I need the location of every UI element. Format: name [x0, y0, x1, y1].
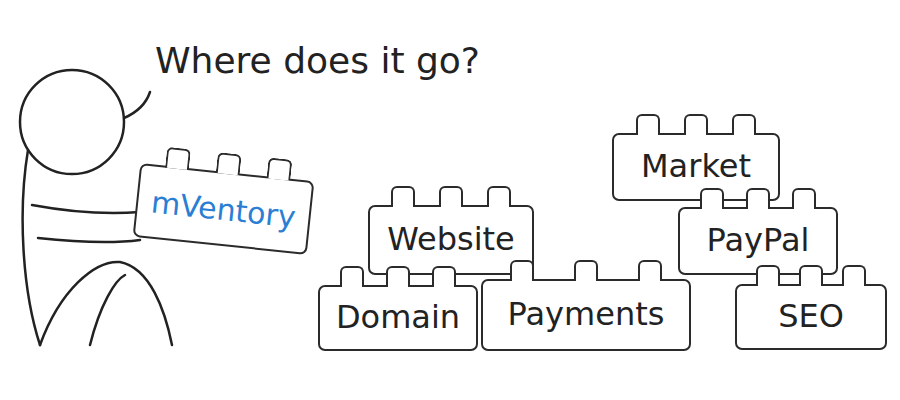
brick-label: Market: [641, 149, 751, 184]
figure-arm: [32, 205, 140, 213]
brick-stud: [386, 266, 410, 287]
brick-stud: [700, 188, 724, 209]
brick-label: Domain: [336, 300, 460, 335]
lego-brick: mVentory: [133, 163, 315, 255]
brick-stud: [216, 152, 242, 175]
brick-label: PayPal: [707, 223, 810, 258]
brick-stud: [638, 260, 662, 281]
figure-head: [20, 70, 124, 174]
brick-label: mVentory: [150, 185, 298, 233]
brick-stud: [799, 265, 823, 286]
brick-stud: [266, 157, 292, 180]
lego-brick: Payments: [481, 279, 691, 351]
brick-stud: [684, 114, 708, 135]
brick-stud: [842, 265, 866, 286]
figure-back: [23, 150, 40, 345]
brick-stud: [510, 260, 534, 281]
brick-stud: [746, 188, 770, 209]
speech-line: [124, 92, 150, 118]
brick-stud: [432, 266, 456, 287]
figure-leg: [90, 275, 125, 345]
brick-stud: [792, 188, 816, 209]
brick-stud: [340, 266, 364, 287]
lego-brick: Domain: [318, 285, 478, 351]
brick-label: SEO: [778, 299, 844, 334]
figure-arm: [38, 238, 140, 242]
brick-stud: [732, 114, 756, 135]
brick-stud: [165, 147, 191, 170]
brick-stud: [439, 186, 463, 207]
lego-brick: SEO: [735, 284, 887, 350]
brick-label: Website: [387, 222, 515, 257]
brick-stud: [487, 186, 511, 207]
brick-stud: [756, 265, 780, 286]
figure-leg: [40, 262, 172, 345]
brick-label: Payments: [508, 297, 665, 332]
brick-stud: [574, 260, 598, 281]
brick-stud: [391, 186, 415, 207]
speech-text: Where does it go?: [155, 40, 480, 81]
brick-stud: [636, 114, 660, 135]
